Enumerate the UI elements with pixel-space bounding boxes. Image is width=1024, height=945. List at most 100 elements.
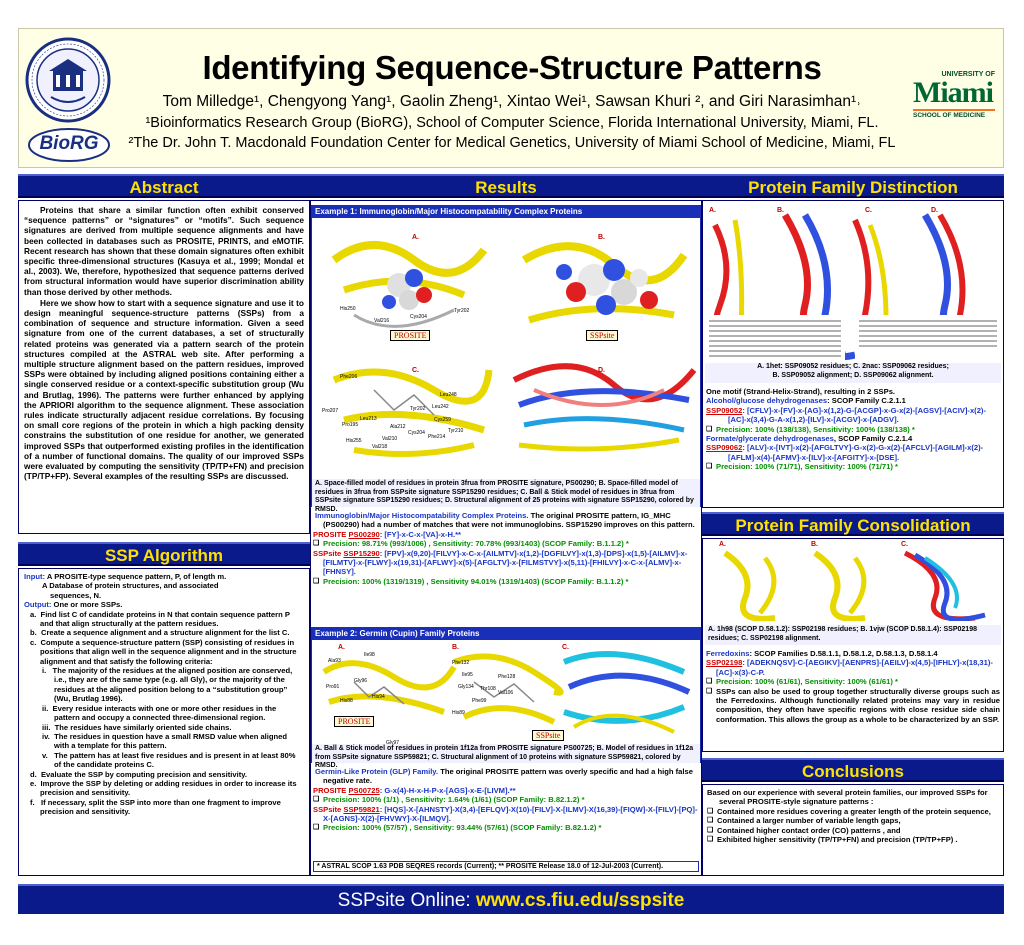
ex2-ssp-line: SSPsite SSP59821: [HQS]-X-[AHNSTY]-X(3,4… — [313, 805, 699, 824]
ex1-family: Immunoglobin/Major Histocompatability Co… — [315, 511, 529, 520]
ssp2-stats: Precision: 100% (71/71), Sensitivity: 10… — [706, 462, 1000, 472]
ex2-residue-label: Phe132 — [452, 660, 470, 666]
example-2-text: Germin-Like Protein (GLP) Family. The or… — [313, 767, 699, 833]
distinction-fam1: Alcohol/glucose dehydrogenases: SCOP Fam… — [706, 396, 1000, 405]
distinction-caption-line-2: B. SSP09052 alignment; D. SSP09062 align… — [772, 371, 934, 379]
ex1-prosite-stats-list: Precision: 98.71% (993/1006) , Sensitivi… — [313, 539, 699, 549]
algorithm-input-line-2: A Database of protein structures, and as… — [42, 581, 219, 591]
algorithm-output: Output: One or more SSPs. — [24, 600, 304, 609]
abstract-paragraph-1: Proteins that share a similar function o… — [24, 205, 304, 297]
algorithm-text: Input: A PROSITE-type sequence pattern, … — [24, 572, 304, 817]
conclusions-item: Contained more residues covering a great… — [707, 807, 999, 817]
ex2-caption: A. Ball & Stick model of residues in pro… — [312, 744, 700, 769]
ssp1-id[interactable]: SSP09052 — [706, 405, 743, 415]
consolidation-fam: Ferredoxins: SCOP Families D.58.1.1, D.5… — [706, 649, 1000, 658]
ex1-sspsite-tag: SSPsite — [586, 330, 619, 341]
sequence-alignment-lines — [709, 320, 997, 357]
ex2-ssp-label: SSPsite — [313, 804, 344, 814]
ssp1-stats: Precision: 100% (138/138), Sensitivity: … — [706, 425, 1000, 435]
consolidation-caption: A. 1h98 (SCOP D.58.1.2): SSP02198 residu… — [705, 625, 1001, 645]
consolidation-label-b: B. — [811, 541, 818, 548]
ex1-ssp-id[interactable]: SSP15290 — [343, 548, 380, 558]
ex2-label-a: A. — [338, 644, 345, 651]
results-heading: Results — [310, 174, 702, 198]
ex2-prosite-line: PROSITE PS00725: G-x(4)-H-x-H-P-x-[AGS]-… — [313, 786, 699, 795]
biorg-logo: BioRG — [27, 127, 111, 163]
ex2-label-b: B. — [452, 644, 459, 651]
consolidation-ssp-line: SSP02198: [ADEKNQSV]-C-[AEGIKV]-[AENPRS]… — [706, 658, 1000, 677]
ex1-residue-label: Pro195 — [342, 422, 359, 428]
ribbon-b — [521, 242, 688, 324]
footer-url-link[interactable]: www.cs.fiu.edu/sspsite — [475, 890, 685, 911]
ex1-residue-label: Val210 — [382, 436, 398, 442]
affiliation-2: ²The Dr. John T. Macdonald Foundation Ce… — [128, 135, 896, 151]
algorithm-step-e: e. Improve the SSP by deleting or adding… — [30, 778, 297, 798]
ex1-prosite-id[interactable]: PS00290 — [348, 529, 380, 539]
example-1-figure: Example 1: Immunoglobin/Major Histocompa… — [311, 205, 701, 513]
algorithm-heading: SSP Algorithm — [18, 542, 310, 566]
ex1-family-line: Immunoglobin/Major Histocompatability Co… — [313, 511, 699, 530]
consolidation-text: Ferredoxins: SCOP Families D.58.1.1, D.5… — [706, 649, 1000, 724]
ssp1-pattern: : [CFLV]-x-[FV]-x-[AG]-x(1,2)-G-[ACGP]-x… — [728, 405, 986, 425]
university-seal-icon — [25, 37, 111, 123]
ex2-residue-label: Pro91 — [326, 684, 340, 690]
ex1-residue-label: Phe206 — [340, 374, 358, 380]
ribbon-a — [331, 241, 488, 328]
ex2-residue-label: Thr108 — [480, 686, 496, 692]
ex1-residue-label: Ala212 — [390, 424, 406, 430]
ex2-residue-label: Gly134 — [458, 684, 474, 690]
um-logo-mid: Miami — [913, 76, 994, 109]
ex1-ssp-stats-list: Precision: 100% (1319/1319) , Sensitivit… — [313, 577, 699, 587]
ex2-prosite-stats-list: Precision: 100% (1/1) , Sensitivity: 1.6… — [313, 795, 699, 805]
ex2-ssp-stats: Precision: 100% (57/57) , Sensitivity: 9… — [313, 823, 699, 833]
algorithm-step-c-iv: iv. The residues in question have a smal… — [42, 731, 288, 751]
abstract-text: Proteins that share a similar function o… — [24, 205, 304, 481]
ex1-ssp-pattern: : [FPV]-x(9,20)-[FILVY]-x-C-x-[AILMTV]-x… — [323, 548, 688, 577]
ex2-family: Germin-Like Protein (GLP) Family. — [315, 767, 439, 776]
ex2-prosite-id[interactable]: PS00725 — [348, 785, 380, 795]
algorithm-panel: Input: A PROSITE-type sequence pattern, … — [18, 568, 310, 876]
example-2-structure-image — [322, 651, 691, 734]
ex1-ssp-label: SSPsite — [313, 548, 344, 558]
ssp2-id[interactable]: SSP09062 — [706, 443, 743, 453]
consolidation-list: Precision: 100% (61/61), Sensitivity: 10… — [706, 677, 1000, 724]
ex2-residue-label: Phe128 — [498, 674, 516, 680]
ex1-residue-label: Leu213 — [360, 416, 377, 422]
conclusions-item: Contained a larger number of variable le… — [707, 816, 999, 826]
conclusions-panel: Based on our experience with several pro… — [702, 784, 1004, 876]
ex1-prosite-label: PROSITE — [313, 529, 349, 539]
ribbon-d — [512, 363, 697, 452]
abstract-paragraph-2: Here we show how to start with a sequenc… — [24, 297, 304, 482]
consolidation-structure-image — [723, 550, 986, 621]
consolidation-ssp-id[interactable]: SSP02198 — [706, 658, 743, 668]
distinction-label-b: B. — [777, 207, 784, 214]
ribbon-c — [332, 368, 493, 457]
distinction-heading: Protein Family Distinction — [702, 174, 1004, 198]
algorithm-step-c-ii: ii. Every residue interacts with one or … — [42, 703, 277, 723]
distinction-structure-image — [705, 213, 1001, 361]
ex2-prosite-pattern: : G-x(4)-H-x-H-P-x-[AGS]-x-E-[LIVM].** — [379, 785, 516, 795]
um-logo-bot: SCHOOL OF MEDICINE — [913, 112, 986, 119]
input-label: Input: — [24, 572, 46, 581]
output-text: One or more SSPs. — [53, 600, 123, 610]
algorithm-step-c: c. Compute a sequence-structure pattern … — [30, 637, 297, 666]
example-2-figure: Example 2: Germin (Cupin) Family Protein… — [311, 627, 701, 769]
ex2-ssp-id[interactable]: SSP59821 — [343, 804, 380, 814]
ex2-residue-label: Gly96 — [354, 678, 368, 684]
consolidation-fam-name: Ferredoxins — [706, 649, 750, 658]
consolidation-label-a: A. — [719, 541, 726, 548]
conclusions-item: Exhibited higher sensitivity (TP/TP+FN) … — [707, 835, 999, 845]
ex2-sspsite-tag: SSPsite — [532, 730, 565, 741]
ex1-prosite-pattern: : [FY]-x-C-x-[VA]-x-H.** — [379, 529, 461, 539]
output-label: Output: — [24, 600, 52, 610]
ex2-family-line: Germin-Like Protein (GLP) Family. The or… — [313, 767, 699, 786]
ex2-prosite-label: PROSITE — [313, 785, 349, 795]
distinction-fam2: Formate/glycerate dehydrogenases, SCOP F… — [706, 434, 1000, 443]
ex1-residue-label: Pro207 — [322, 408, 339, 414]
consolidation-note: SSPs can also be used to group together … — [706, 687, 1000, 725]
distinction-label-c: C. — [865, 207, 872, 214]
distinction-label-d: D. — [931, 207, 938, 214]
consolidation-label-c: C. — [901, 541, 908, 548]
results-footnote: * ASTRAL SCOP 1.63 PDB SEQRES records (C… — [313, 861, 699, 873]
abstract-panel: Proteins that share a similar function o… — [18, 200, 310, 534]
